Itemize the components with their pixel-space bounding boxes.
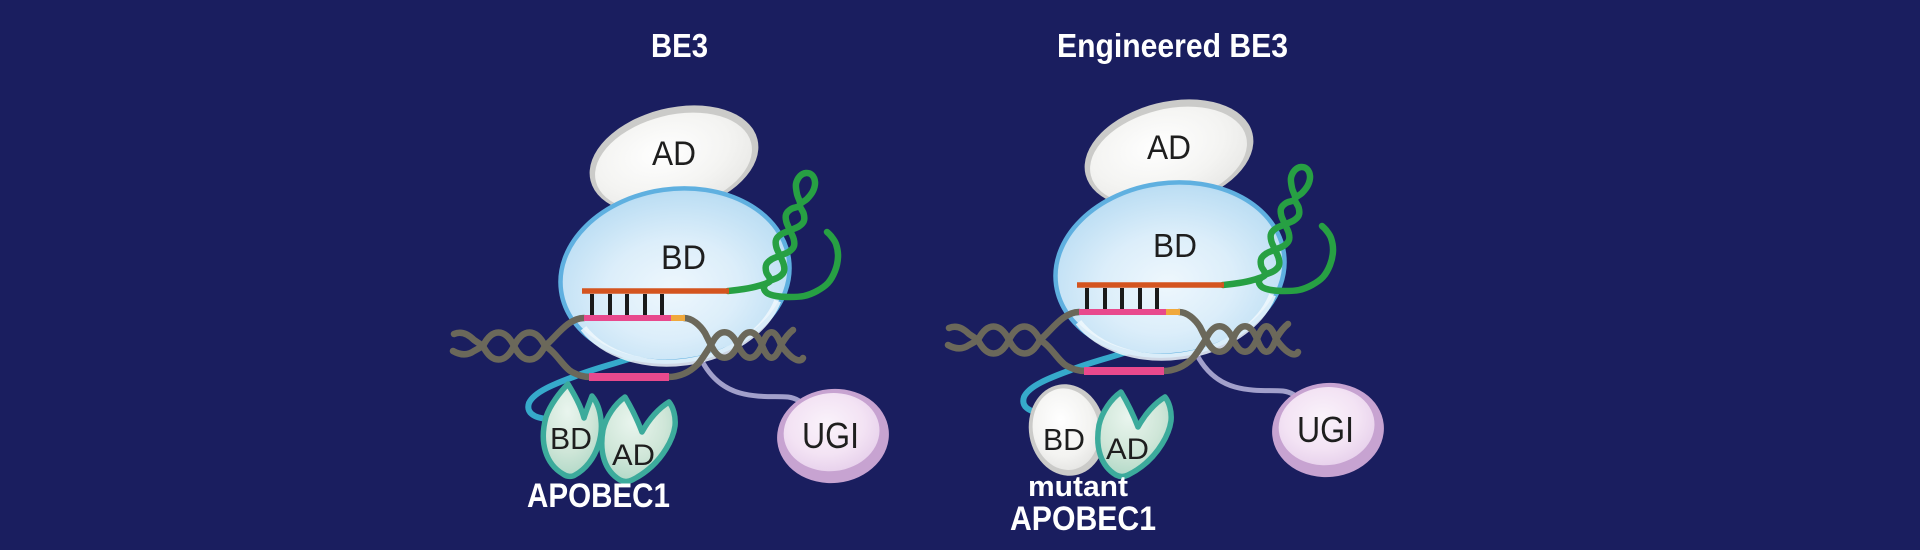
svg-text:BD: BD xyxy=(550,421,592,456)
svg-text:APOBEC1: APOBEC1 xyxy=(527,477,670,515)
svg-text:BD: BD xyxy=(661,239,706,277)
svg-text:AD: AD xyxy=(1106,433,1149,466)
svg-text:BD: BD xyxy=(1153,227,1197,264)
svg-text:BE3: BE3 xyxy=(651,27,708,64)
svg-text:BD: BD xyxy=(1043,422,1085,457)
svg-text:APOBEC1: APOBEC1 xyxy=(1010,500,1156,538)
svg-text:mutant: mutant xyxy=(1028,471,1128,503)
svg-text:AD: AD xyxy=(612,439,655,472)
svg-text:Engineered BE3: Engineered BE3 xyxy=(1057,27,1288,64)
